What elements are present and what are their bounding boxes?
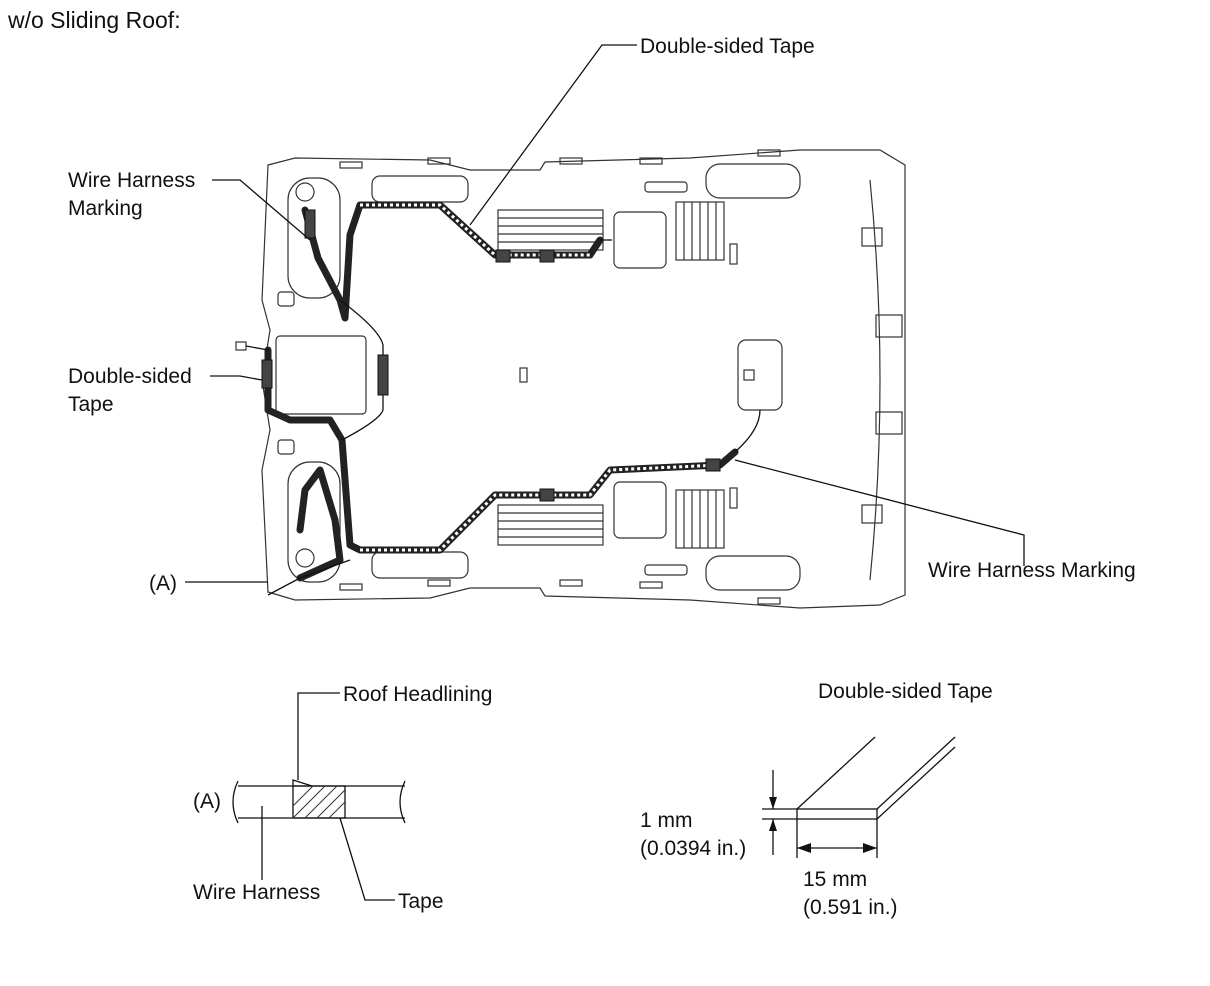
label-roof-headlining: Roof Headlining: [343, 683, 492, 706]
sound-pad-lower-left: [497, 504, 604, 546]
label-double-sided-tape-top: Double-sided Tape: [640, 35, 815, 58]
label-wire-harness-marking-right: Wire Harness Marking: [928, 559, 1136, 582]
label-point-a-section: (A): [193, 790, 221, 813]
label-wire-harness-marking-left-2: Marking: [68, 197, 143, 220]
label-thickness-mm: 1 mm: [640, 809, 693, 832]
label-tape: Tape: [398, 890, 444, 913]
label-thickness-in: (0.0394 in.): [640, 837, 746, 860]
label-double-sided-tape-left-2: Tape: [68, 393, 114, 416]
label-width-in: (0.591 in.): [803, 896, 898, 919]
wire-harness-route: [235, 201, 761, 596]
sound-pad-upper-left: [497, 209, 604, 251]
label-wire-harness: Wire Harness: [193, 881, 320, 904]
section-view-a: [232, 692, 406, 901]
label-double-sided-tape-left-1: Double-sided: [68, 365, 192, 388]
sound-pad-lower-right: [675, 489, 725, 549]
headlining-outline: [261, 149, 906, 609]
top-view-leaders: [185, 44, 1025, 583]
diagram-title: w/o Sliding Roof:: [7, 7, 181, 33]
label-wire-harness-marking-left-1: Wire Harness: [68, 169, 195, 192]
label-width-mm: 15 mm: [803, 868, 867, 891]
sound-pad-upper-right: [675, 201, 725, 261]
tape-detail: [762, 736, 956, 858]
map-lamp-opening: [275, 335, 367, 415]
sun-visor-recess-lower: [287, 461, 341, 583]
label-tape-detail-title: Double-sided Tape: [818, 680, 993, 703]
sun-visor-recess-upper: [287, 177, 341, 299]
label-point-a-top: (A): [149, 572, 177, 595]
